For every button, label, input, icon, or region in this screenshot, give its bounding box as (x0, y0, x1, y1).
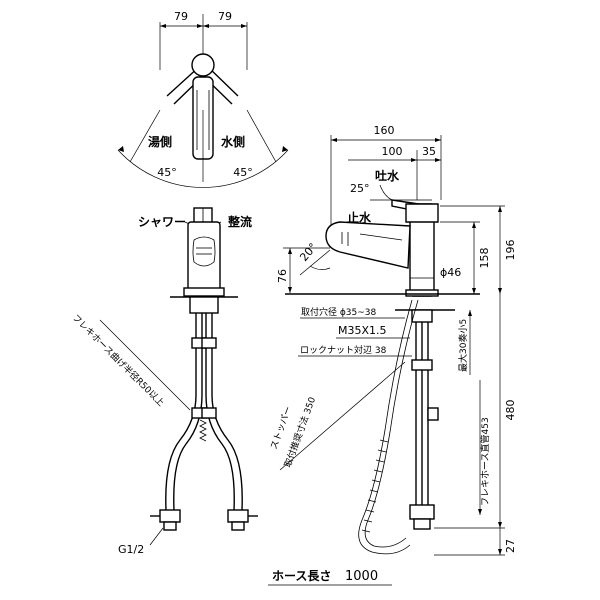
label-flex-hose: フレキホース直管453 (479, 417, 491, 506)
label-hose-length: ホース長さ (272, 568, 331, 583)
front-view: シャワー 整流 フレキホース (70, 207, 258, 556)
label-hot-side: 湯側 (148, 134, 172, 149)
dim-100: 100 (382, 145, 403, 158)
lever-arc-25 (379, 184, 393, 201)
side-view: 160 100 35 25° 吐水 止水 20° 76 (268, 124, 517, 556)
arrow-head (288, 287, 292, 293)
angle-ray-left (129, 109, 161, 163)
hose-right-outer (211, 313, 243, 511)
arrow-head (331, 138, 337, 142)
label-max-thickness: 最大30奏小5 (457, 319, 469, 372)
hose-fitting (201, 407, 217, 419)
dim-196: 196 (504, 240, 517, 261)
label-shower: シャワー (138, 215, 186, 229)
arrow-head (472, 222, 476, 228)
label-mount-hole: 取付穴径 ϕ35~38 (301, 306, 377, 318)
angle-25: 25° (350, 182, 370, 195)
spout-line (359, 233, 403, 241)
shower-hose-coils (361, 439, 389, 533)
arrow-head (472, 288, 476, 294)
connector-nut-side (413, 518, 431, 530)
arrow-head (498, 288, 502, 294)
dim-79-left: 79 (174, 10, 188, 23)
top-view: 79 79 湯側 水側 45° 45° (117, 10, 289, 188)
arrow-head (197, 24, 203, 28)
leader-hose-bend (99, 319, 191, 411)
angle-ray-right (246, 109, 277, 163)
arrow-head (288, 248, 292, 254)
arrow-head (282, 146, 288, 152)
hose-fitting-side (411, 359, 433, 371)
arrow-head (203, 24, 209, 28)
arrow-head (435, 138, 441, 142)
base-plate-side (405, 289, 439, 297)
arc-20 (309, 265, 331, 270)
label-cold-side: 水側 (221, 134, 245, 149)
label-thread-m35: M35X1.5 (338, 324, 387, 337)
arrow-head (435, 158, 441, 162)
spout-head-front (192, 236, 216, 267)
label-stop: 止水 (347, 210, 372, 225)
label-lock-nut: ロックナット対辺 38 (300, 344, 387, 356)
arrow-head (411, 158, 417, 162)
angle-20: 20° (297, 241, 319, 264)
pull-out-spout (325, 221, 411, 269)
angle-45-right: 45° (233, 166, 253, 179)
lock-nut-front (189, 296, 219, 314)
base-plate-front (183, 287, 225, 297)
connector-nut-right (231, 521, 245, 531)
hose-fitting (201, 337, 217, 349)
connector-right (227, 509, 249, 523)
dim-160: 160 (374, 124, 395, 137)
dim-76: 76 (276, 269, 289, 283)
hose-right-inner (205, 313, 235, 511)
arrow-head (478, 509, 482, 515)
dim-79-right: 79 (218, 10, 232, 23)
shower-hose-loop-inner (364, 299, 419, 548)
label-thread: G1/2 (118, 543, 144, 556)
arrow-head (118, 146, 124, 152)
leader-thread (149, 527, 164, 546)
lever-pivot (191, 53, 215, 77)
arrow-head (498, 549, 502, 555)
arrow-head (241, 24, 247, 28)
swing-arc (117, 149, 289, 188)
hose-left-inner (173, 313, 203, 511)
angle-ray-20 (299, 249, 331, 276)
value-hose-length: 1000 (345, 569, 378, 584)
dim-27: 27 (504, 539, 517, 553)
connector-nut-left (163, 521, 177, 531)
arrow-head (160, 24, 166, 28)
angle-45-left: 45° (157, 166, 177, 179)
shower-hose-loop (358, 299, 413, 555)
faucet-cap-side (405, 203, 439, 223)
leader-stopper (279, 361, 406, 471)
arrow-head (498, 206, 502, 212)
hose-left-outer (165, 313, 197, 511)
dim-35: 35 (422, 145, 436, 158)
hose-length-footer: ホース長さ 1000 (268, 568, 392, 586)
label-hose-bend: フレキホース曲げ半径R50以上 (70, 312, 167, 409)
arrow-head (498, 522, 502, 528)
stopper-clip (427, 407, 439, 421)
dia-46: ϕ46 (440, 266, 461, 279)
connector-side (409, 504, 435, 520)
label-spray: 整流 (227, 214, 252, 229)
connector-left (159, 509, 181, 523)
dim-480: 480 (504, 400, 517, 421)
label-spout: 吐水 (375, 168, 400, 183)
shower-hose-coil-front (199, 419, 207, 442)
arrow-head (468, 310, 472, 316)
dim-158: 158 (478, 248, 491, 269)
